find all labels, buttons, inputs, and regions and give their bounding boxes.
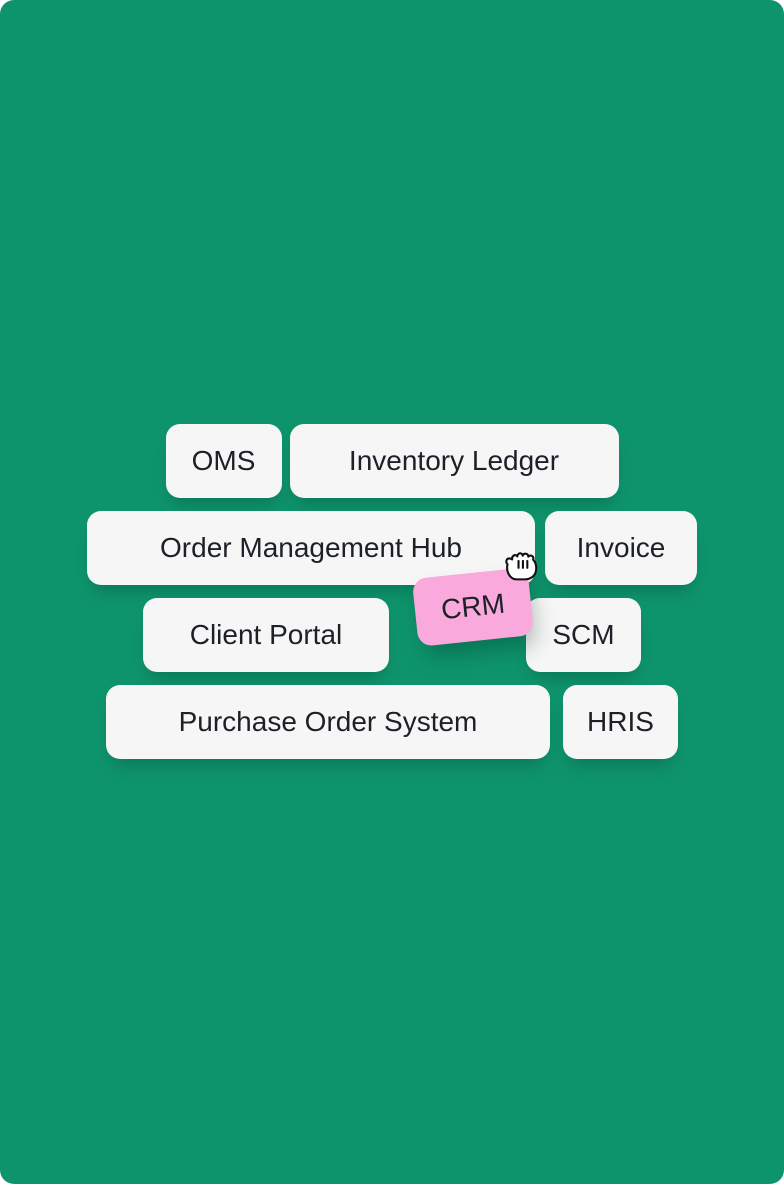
chip-crm-dragging[interactable]: CRM (411, 567, 535, 647)
chip-hris[interactable]: HRIS (563, 685, 678, 759)
chip-row-3: Client Portal SCM (143, 598, 641, 672)
chips-board: OMS Inventory Ledger Order Management Hu… (0, 424, 784, 772)
chip-purchase-order-system[interactable]: Purchase Order System (106, 685, 550, 759)
chip-oms[interactable]: OMS (165, 424, 282, 498)
chip-client-portal[interactable]: Client Portal (143, 598, 389, 672)
chip-scm[interactable]: SCM (526, 598, 641, 672)
chip-row-4: Purchase Order System HRIS (106, 685, 678, 759)
chip-invoice[interactable]: Invoice (545, 511, 697, 585)
chip-row-1: OMS Inventory Ledger (165, 424, 619, 498)
chip-order-management-hub[interactable]: Order Management Hub (87, 511, 535, 585)
chip-inventory-ledger[interactable]: Inventory Ledger (289, 424, 619, 498)
chip-row-2: Order Management Hub Invoice (87, 511, 697, 585)
